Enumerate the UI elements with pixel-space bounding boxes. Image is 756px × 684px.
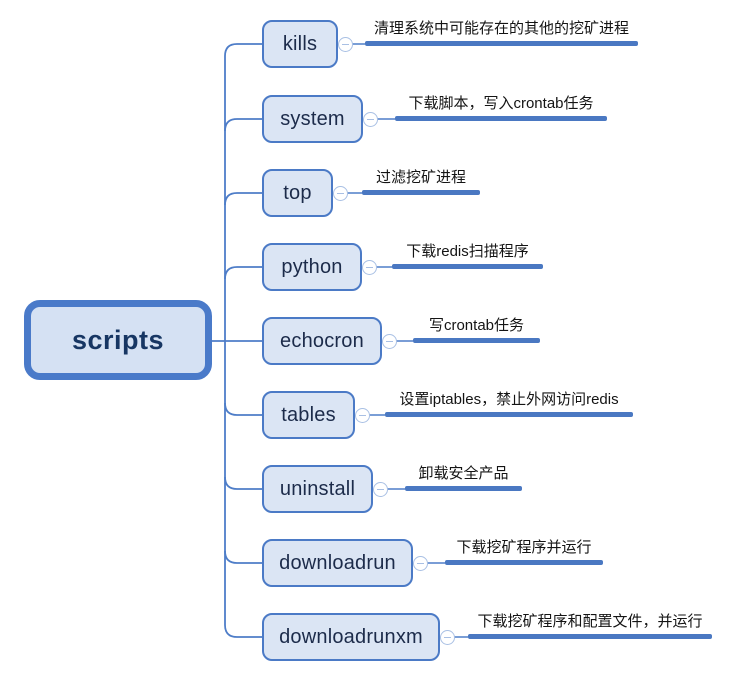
collapse-minus-icon[interactable] bbox=[362, 260, 377, 275]
note-tables: 设置iptables，禁止外网访问redis bbox=[385, 390, 633, 417]
collapse-minus-icon[interactable] bbox=[373, 482, 388, 497]
note-top: 过滤挖矿进程 bbox=[362, 168, 480, 195]
minus-glyph bbox=[444, 636, 451, 639]
note-text: 卸载安全产品 bbox=[418, 465, 509, 482]
topic-label: python bbox=[281, 255, 343, 278]
topic-downloadrun[interactable]: downloadrun bbox=[262, 539, 413, 587]
collapse-minus-icon[interactable] bbox=[338, 37, 353, 52]
minus-glyph bbox=[367, 118, 374, 121]
collapse-minus-icon[interactable] bbox=[413, 556, 428, 571]
minus-glyph bbox=[386, 340, 393, 343]
topic-downloadrunxm[interactable]: downloadrunxm bbox=[262, 613, 440, 661]
topic-system[interactable]: system bbox=[262, 95, 363, 143]
topic-echocron[interactable]: echocron bbox=[262, 317, 382, 365]
topic-label: tables bbox=[281, 403, 336, 426]
collapse-minus-icon[interactable] bbox=[333, 186, 348, 201]
collapse-minus-icon[interactable] bbox=[382, 334, 397, 349]
topic-label: uninstall bbox=[279, 477, 356, 500]
note-underline bbox=[365, 41, 638, 46]
note-text: 写crontab任务 bbox=[428, 317, 525, 334]
note-underline bbox=[395, 116, 607, 121]
note-underline bbox=[405, 486, 522, 491]
note-text: 设置iptables，禁止外网访问redis bbox=[399, 391, 619, 408]
minus-glyph bbox=[359, 414, 366, 417]
note-downloadrun: 下载挖矿程序并运行 bbox=[445, 538, 603, 565]
note-kills: 清理系统中可能存在的其他的挖矿进程 bbox=[365, 19, 638, 46]
minus-glyph bbox=[417, 562, 424, 565]
note-underline bbox=[413, 338, 540, 343]
collapse-minus-icon[interactable] bbox=[355, 408, 370, 423]
collapse-minus-icon[interactable] bbox=[363, 112, 378, 127]
topic-top[interactable]: top bbox=[262, 169, 333, 217]
root-topic-scripts[interactable]: scripts bbox=[24, 300, 212, 380]
note-underline bbox=[445, 560, 603, 565]
note-text: 下载redis扫描程序 bbox=[406, 243, 529, 260]
note-downloadrunxm: 下载挖矿程序和配置文件，并运行 bbox=[468, 612, 712, 639]
topic-label: downloadrun bbox=[279, 551, 396, 574]
topic-label: echocron bbox=[280, 329, 364, 352]
note-system: 下载脚本，写入crontab任务 bbox=[395, 94, 607, 121]
note-text: 下载挖矿程序并运行 bbox=[456, 539, 592, 556]
minus-glyph bbox=[366, 266, 373, 269]
note-underline bbox=[392, 264, 543, 269]
topic-label: system bbox=[280, 107, 345, 130]
note-text: 过滤挖矿进程 bbox=[375, 169, 466, 186]
minus-glyph bbox=[377, 488, 384, 491]
note-underline bbox=[385, 412, 633, 417]
root-topic-label: scripts bbox=[71, 324, 165, 355]
note-text: 清理系统中可能存在的其他的挖矿进程 bbox=[373, 20, 629, 37]
note-underline bbox=[362, 190, 480, 195]
topic-label: downloadrunxm bbox=[279, 625, 423, 648]
topic-uninstall[interactable]: uninstall bbox=[262, 465, 373, 513]
note-underline bbox=[468, 634, 712, 639]
collapse-minus-icon[interactable] bbox=[440, 630, 455, 645]
topic-label: kills bbox=[282, 32, 318, 55]
minus-glyph bbox=[342, 43, 349, 46]
topic-label: top bbox=[283, 181, 312, 204]
minus-glyph bbox=[337, 192, 344, 195]
topic-kills[interactable]: kills bbox=[262, 20, 338, 68]
note-text: 下载挖矿程序和配置文件，并运行 bbox=[477, 613, 703, 630]
topic-python[interactable]: python bbox=[262, 243, 362, 291]
note-uninstall: 卸载安全产品 bbox=[405, 464, 522, 491]
topic-tables[interactable]: tables bbox=[262, 391, 355, 439]
note-echocron: 写crontab任务 bbox=[413, 316, 540, 343]
note-python: 下载redis扫描程序 bbox=[392, 242, 543, 269]
note-text: 下载脚本，写入crontab任务 bbox=[408, 95, 594, 112]
